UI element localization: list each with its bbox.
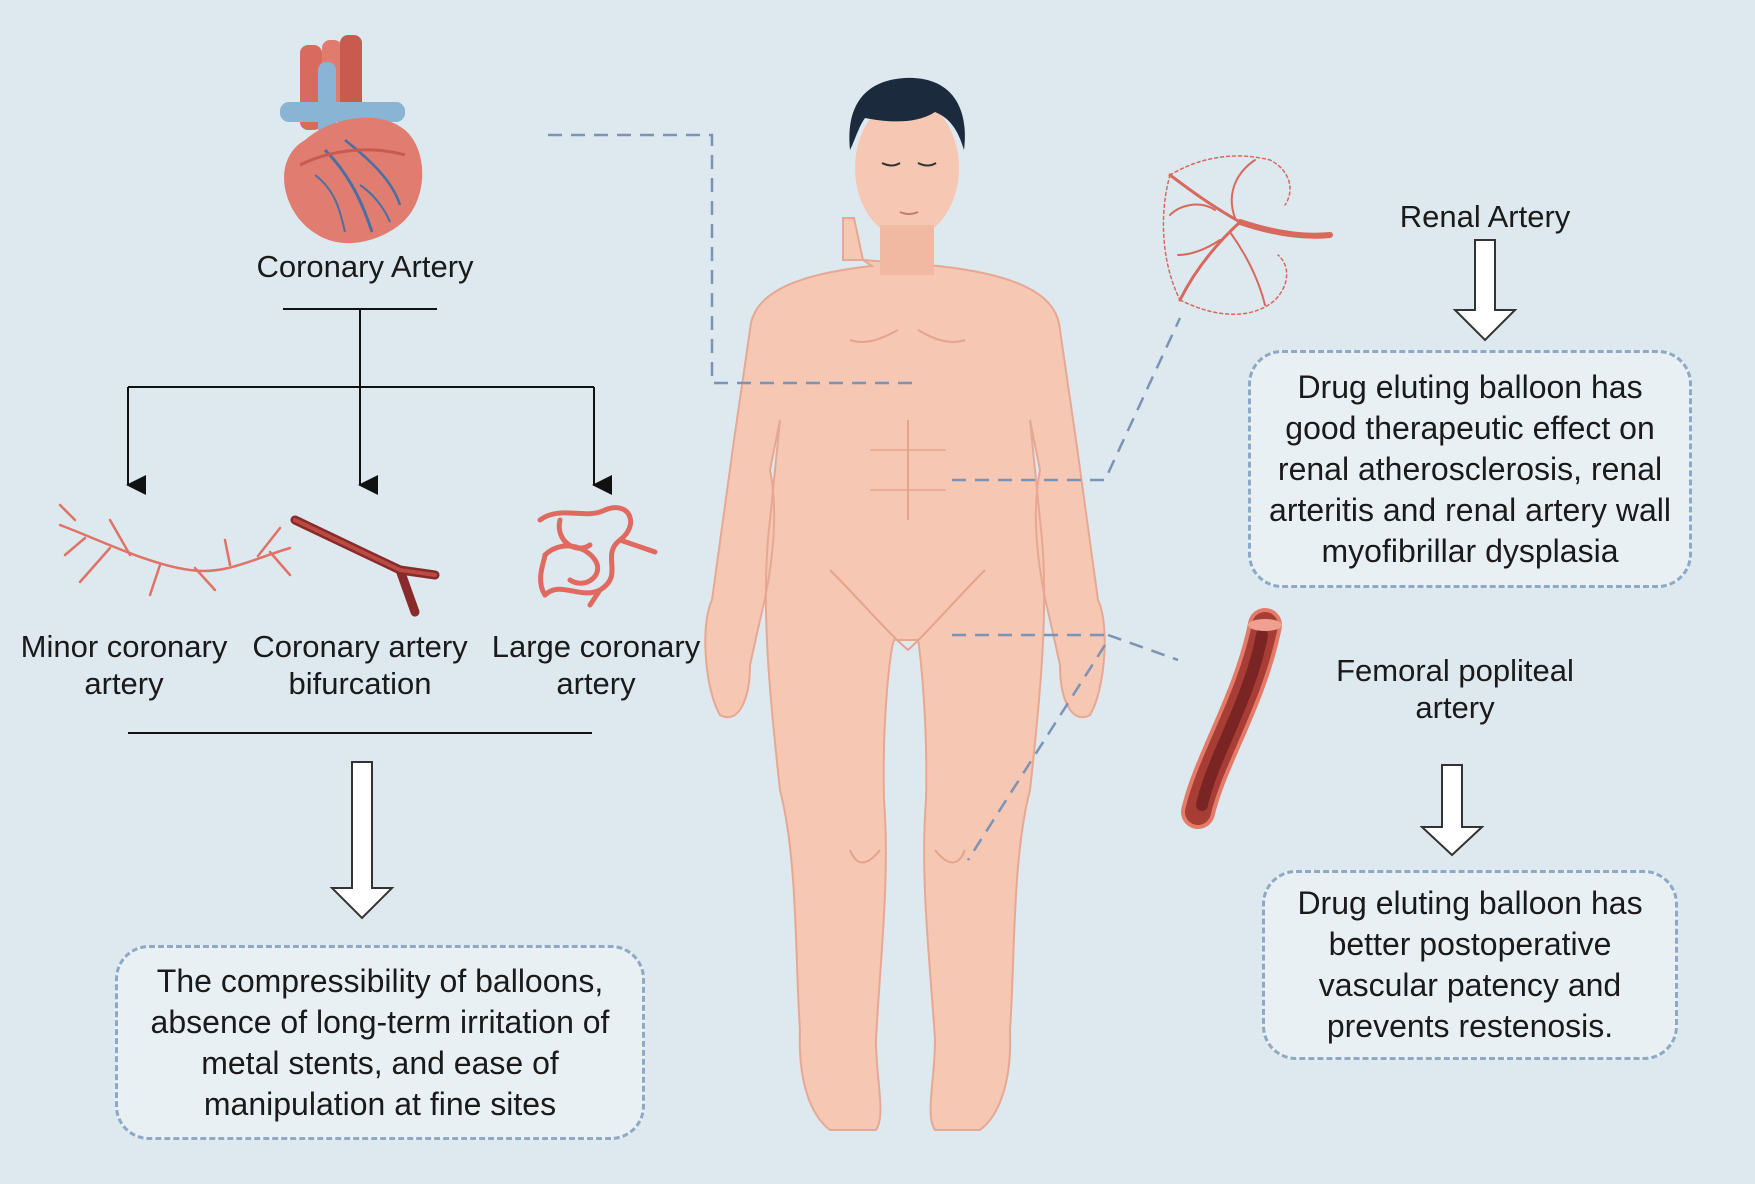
box-line: absence of long-term irritation of — [150, 1003, 610, 1040]
large-coronary-artery-label: Large coronary artery — [482, 628, 710, 702]
label-line: Minor coronary — [20, 629, 228, 664]
coronary-down-arrow — [329, 761, 395, 920]
box-line: manipulation at fine sites — [203, 1085, 557, 1122]
box-line: The compressibility of balloons, — [156, 962, 604, 999]
box-line: metal stents, and ease of — [201, 1044, 559, 1081]
label-line: Large coronary — [491, 629, 701, 664]
femoral-down-arrow — [1419, 764, 1485, 857]
femoral-artery-icon — [1181, 608, 1282, 829]
femoral-benefit-box: Drug eluting balloon has better postoper… — [1262, 870, 1678, 1060]
renal-benefit-box: Drug eluting balloon has good therapeuti… — [1248, 350, 1692, 588]
coronary-benefit-box: The compressibility of balloons, absence… — [115, 945, 645, 1140]
label-line: artery — [556, 666, 636, 701]
heart-icon — [280, 35, 423, 244]
renal-artery-title: Renal Artery — [1399, 199, 1571, 234]
label-line: artery — [84, 666, 164, 701]
box-line: better postoperative — [1328, 926, 1612, 962]
coronary-artery-bifurcation-icon — [290, 515, 440, 617]
coronary-artery-bifurcation-label: Coronary artery bifurcation — [244, 628, 476, 702]
large-coronary-artery-icon — [537, 505, 658, 608]
box-line: prevents restenosis. — [1326, 1008, 1614, 1044]
minor-coronary-artery-label: Minor coronary artery — [8, 628, 240, 702]
label-line: Coronary artery — [252, 629, 468, 664]
femoral-popliteal-artery-title: Femoral popliteal artery — [1300, 652, 1610, 726]
box-line: renal atherosclerosis, renal — [1277, 450, 1663, 487]
box-line: Drug eluting balloon has — [1297, 368, 1643, 405]
box-line: vascular patency and — [1318, 967, 1622, 1003]
human-body-illustration — [704, 77, 1106, 1131]
label-line: bifurcation — [288, 666, 432, 701]
box-line: arteritis and renal artery wall — [1269, 491, 1671, 528]
box-line: good therapeutic effect on — [1285, 409, 1655, 446]
renal-down-arrow — [1452, 239, 1518, 342]
coronary-tree-connector — [126, 308, 612, 734]
minor-coronary-artery-icon — [58, 503, 292, 597]
box-line: Drug eluting balloon has — [1297, 885, 1643, 921]
box-line: myofibrillar dysplasia — [1321, 532, 1619, 569]
label-line: Femoral popliteal — [1336, 653, 1574, 688]
connector-lines — [548, 133, 1182, 861]
renal-artery-icon — [1162, 155, 1333, 315]
label-line: artery — [1415, 690, 1495, 725]
coronary-artery-title: Coronary Artery — [256, 249, 474, 284]
